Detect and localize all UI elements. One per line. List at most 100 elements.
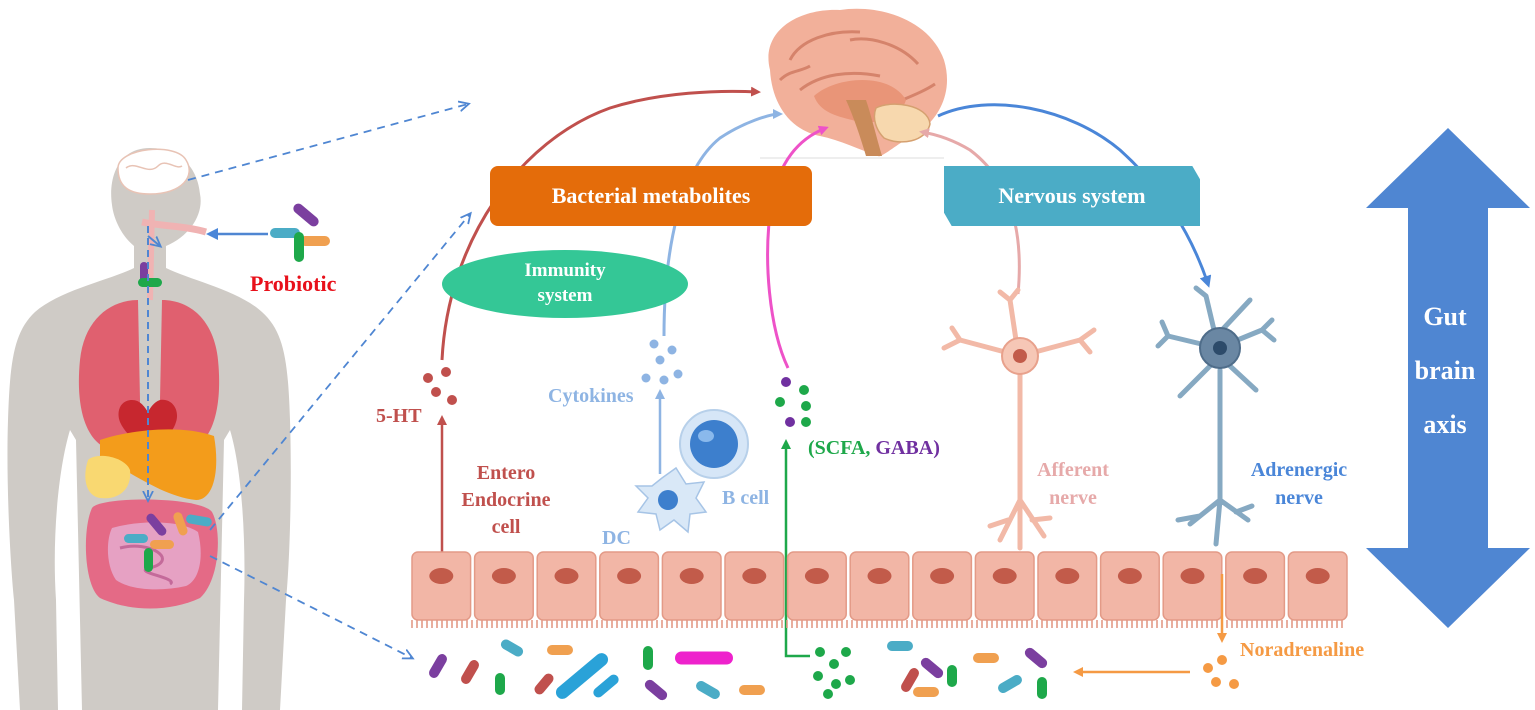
scfa-gaba-dots bbox=[775, 377, 811, 427]
gut-brain-axis-label: Gut brain axis bbox=[1395, 290, 1495, 452]
epithelial-cell bbox=[912, 551, 973, 621]
bacterium bbox=[998, 675, 1022, 693]
serotonin-dots bbox=[423, 367, 457, 405]
entero-endocrine-label: Entero Endocrine cell bbox=[446, 460, 566, 541]
entero-line1: Entero bbox=[476, 462, 536, 484]
cell-nucleus bbox=[491, 568, 516, 584]
bacterium bbox=[739, 685, 765, 695]
scfa-dot bbox=[815, 647, 825, 657]
afferent-pathway-arrow bbox=[919, 128, 1021, 295]
adrenergic-pathway-arrow bbox=[937, 103, 1212, 288]
bacteria-icon bbox=[429, 639, 1048, 701]
immunity-label-line1: Immunity bbox=[524, 260, 606, 282]
neuron-icon bbox=[1155, 285, 1277, 547]
cytokines-label: Cytokines bbox=[548, 385, 634, 407]
probiotic-icon bbox=[206, 203, 330, 262]
bacterium bbox=[643, 646, 653, 670]
afferent-line2: nerve bbox=[1049, 487, 1097, 509]
cell-nucleus bbox=[742, 568, 767, 584]
noradrenaline-label: Noradrenaline bbox=[1240, 639, 1365, 661]
epithelial-cell bbox=[599, 551, 660, 621]
microvilli bbox=[411, 620, 1343, 628]
adrenergic-line1: Adrenergic bbox=[1250, 459, 1348, 481]
b-cell-icon bbox=[679, 409, 749, 479]
scfa-release-arrow bbox=[781, 439, 810, 658]
cell-nucleus bbox=[1055, 568, 1080, 584]
adrenergic-line2: nerve bbox=[1275, 487, 1323, 509]
immunity-label-line2: system bbox=[537, 285, 593, 306]
cell-nucleus bbox=[617, 568, 642, 584]
cell-nucleus bbox=[804, 568, 829, 584]
probiotic-label: Probiotic bbox=[250, 271, 337, 296]
cell-nucleus bbox=[429, 568, 454, 584]
bacterium bbox=[500, 639, 524, 657]
cell-nucleus bbox=[1117, 568, 1142, 584]
noradrenaline-dots bbox=[1203, 655, 1239, 689]
gut-brain-axis-arrow bbox=[1366, 128, 1530, 628]
bacterial-metabolites-label: Bacterial metabolites bbox=[551, 183, 751, 208]
intestinal-epithelium-icon bbox=[411, 551, 1348, 628]
bacterium bbox=[920, 657, 944, 679]
entero-line2: Endocrine bbox=[461, 489, 551, 511]
human-body-icon bbox=[7, 148, 291, 710]
entero-line3: cell bbox=[491, 516, 521, 538]
scfa-gaba-label: (SCFA, GABA) bbox=[808, 436, 940, 461]
epithelial-cell bbox=[974, 551, 1035, 621]
scfa-label: (SCFA, bbox=[808, 437, 871, 459]
nervous-system-label: Nervous system bbox=[998, 183, 1146, 208]
epithelial-cell bbox=[536, 551, 597, 621]
cell-nucleus bbox=[1243, 568, 1268, 584]
neuron-icon bbox=[941, 287, 1097, 551]
scfa-dot bbox=[831, 679, 841, 689]
bacterium bbox=[675, 651, 733, 665]
epithelial-cell bbox=[411, 551, 472, 621]
cell-nucleus bbox=[1180, 568, 1205, 584]
bacterium bbox=[947, 665, 957, 687]
bacterium bbox=[644, 679, 668, 701]
bacterium bbox=[495, 673, 505, 695]
brain-icon bbox=[760, 8, 948, 159]
bacterium bbox=[1024, 647, 1048, 669]
epithelial-cell bbox=[661, 551, 722, 621]
epithelial-cell bbox=[849, 551, 910, 621]
gaba-label: GABA) bbox=[875, 437, 940, 459]
bacterium bbox=[973, 653, 999, 663]
nervous-system-box: Nervous system bbox=[944, 166, 1200, 226]
cell-nucleus bbox=[1305, 568, 1330, 584]
bacterium bbox=[555, 653, 609, 699]
axis-line3: axis bbox=[1423, 410, 1467, 439]
bacterium bbox=[1037, 677, 1047, 699]
cell-nucleus bbox=[867, 568, 892, 584]
scfa-dot bbox=[823, 689, 833, 699]
bacterium bbox=[534, 673, 554, 695]
epithelial-cell bbox=[1099, 551, 1160, 621]
bacterium bbox=[547, 645, 573, 655]
epithelial-cell bbox=[786, 551, 847, 621]
epithelial-cell bbox=[1162, 551, 1223, 621]
epithelial-cell bbox=[1037, 551, 1098, 621]
serotonin-label: 5-HT bbox=[376, 405, 422, 427]
bacterial-metabolites-box: Bacterial metabolites bbox=[490, 166, 812, 226]
dc-label: DC bbox=[602, 527, 631, 549]
bacterium bbox=[429, 654, 447, 678]
scfa-pathway-arrow bbox=[766, 125, 829, 369]
scfa-dot bbox=[841, 647, 851, 657]
bacterium bbox=[461, 660, 479, 684]
cytokine-dots bbox=[641, 339, 683, 385]
bacterium bbox=[696, 681, 720, 699]
cell-nucleus bbox=[930, 568, 955, 584]
epithelial-cell bbox=[473, 551, 534, 621]
epithelial-cell bbox=[724, 551, 785, 621]
afferent-nerve-label: Afferent nerve bbox=[1018, 456, 1128, 512]
zoom-lines bbox=[187, 104, 470, 658]
epithelial-cell bbox=[1225, 551, 1286, 621]
cell-nucleus bbox=[992, 568, 1017, 584]
afferent-line1: Afferent bbox=[1037, 459, 1109, 481]
dendritic-cell-icon bbox=[634, 466, 708, 534]
cell-nucleus bbox=[554, 568, 579, 584]
axis-line1: Gut bbox=[1423, 302, 1467, 331]
epithelial-cell bbox=[1287, 551, 1348, 621]
axis-line2: brain bbox=[1414, 356, 1476, 385]
scfa-dot bbox=[813, 671, 823, 681]
